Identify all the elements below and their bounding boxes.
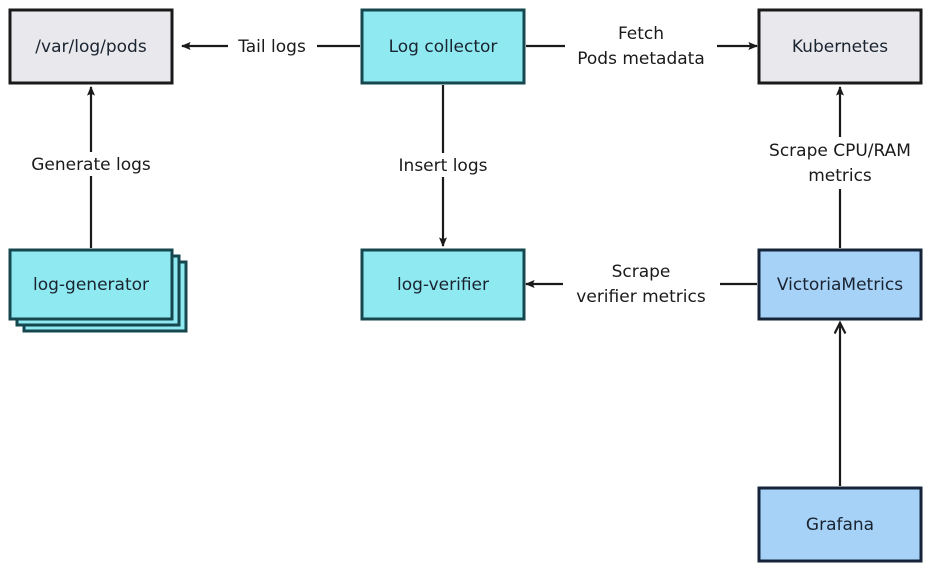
edge-label-scrape-cpu-ram: Scrape CPU/RAM [769, 141, 911, 161]
edge-label-tail-logs: Tail logs [237, 37, 306, 57]
node-kubernetes[interactable]: Kubernetes [757, 8, 923, 85]
node-log-verifier[interactable]: log-verifier [360, 248, 526, 321]
edge-label-scrape: Scrape [612, 262, 671, 282]
node-var-log-pods[interactable]: /var/log/pods [8, 8, 174, 85]
edge-label-pods-metadata: Pods metadata [577, 49, 705, 69]
edge-scrape-verifier-metrics: Scrape verifier metrics [525, 258, 757, 310]
log-generator-stack-front [8, 248, 174, 321]
edge-label-insert-logs: Insert logs [399, 156, 488, 176]
node-log-collector[interactable]: Log collector [360, 8, 526, 85]
edge-fetch-pods-metadata: Fetch Pods metadata [526, 20, 758, 72]
node-layer: /var/log/pods Log collector Kubernetes l… [8, 8, 923, 563]
edge-label-scrape-metrics: metrics [808, 166, 872, 186]
node-grafana[interactable]: Grafana [757, 486, 923, 563]
edge-generate-logs: Generate logs [19, 86, 165, 248]
node-log-generator[interactable]: log-generator [8, 248, 188, 333]
edge-insert-logs: Insert logs [386, 85, 502, 247]
edge-label-generate-logs: Generate logs [31, 155, 151, 175]
node-victoriametrics[interactable]: VictoriaMetrics [757, 248, 923, 321]
edge-label-verifier-metrics: verifier metrics [576, 287, 706, 307]
edge-layer: Tail logs Fetch Pods metadata Generate l… [19, 20, 929, 486]
edge-scrape-cpu-ram-metrics: Scrape CPU/RAM metrics [754, 86, 929, 248]
edge-tail-logs: Tail logs [181, 34, 360, 58]
edge-label-fetch: Fetch [618, 24, 664, 44]
